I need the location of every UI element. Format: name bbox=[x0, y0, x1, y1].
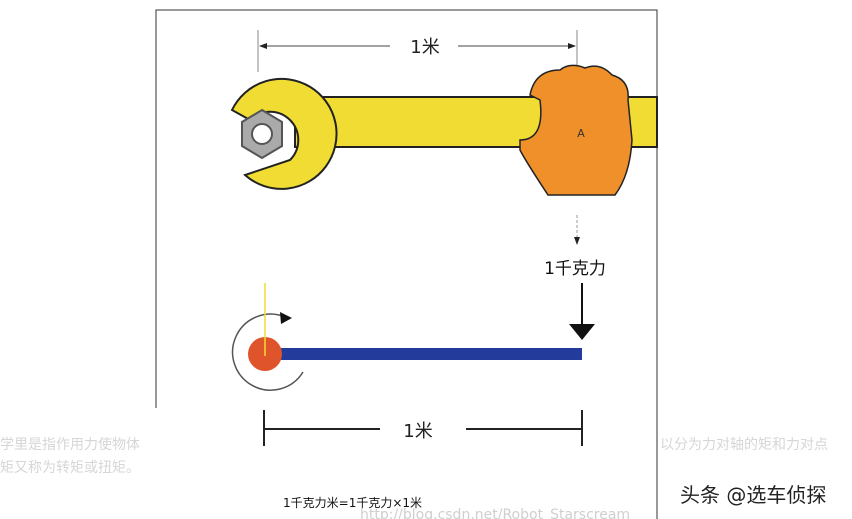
source-credit: 头条 @选车侦探 bbox=[680, 483, 827, 507]
bottom-dimension-label: 1米 bbox=[403, 421, 432, 442]
background-text: 矩又称为转矩或扭矩。 bbox=[0, 460, 140, 476]
force-arrowhead bbox=[569, 324, 595, 340]
watermark: http://blog.csdn.net/Robot_Starscream bbox=[360, 507, 630, 519]
hand-label: A bbox=[577, 127, 585, 140]
rotation-arc bbox=[231, 313, 304, 391]
panel-border bbox=[155, 9, 658, 519]
top-dimension: 1米 bbox=[257, 30, 578, 72]
lever-bar bbox=[278, 348, 582, 360]
force-label: 1千克力 bbox=[544, 259, 606, 279]
hand: A bbox=[519, 64, 633, 196]
bottom-dimension: 1米 bbox=[263, 410, 583, 446]
rotation-arrowhead bbox=[280, 312, 292, 324]
top-dimension-label: 1米 bbox=[410, 37, 439, 58]
formula: 1千克力米=1千克力×1米 bbox=[283, 496, 422, 510]
background-text: 以分为力对轴的矩和力对点 bbox=[660, 437, 828, 453]
background-text: 学里是指作用力使物体 bbox=[0, 437, 140, 453]
